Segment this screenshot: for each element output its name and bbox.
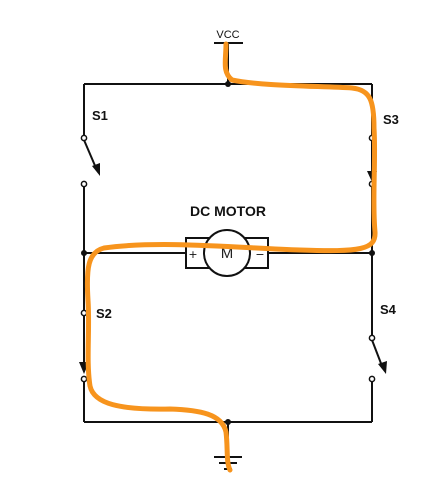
- switch-s4: S4: [368, 302, 397, 383]
- motor-symbol: M: [221, 245, 234, 262]
- vcc-label: VCC: [216, 29, 239, 41]
- switch-s1: S1: [80, 108, 108, 188]
- dc-motor: DC MOTOR M + −: [185, 203, 269, 277]
- current-flow-path: [84, 41, 378, 473]
- motor-plus-terminal: +: [188, 248, 197, 261]
- s2-label: S2: [96, 306, 112, 321]
- junction-dot: [81, 250, 87, 256]
- motor-minus-terminal: −: [255, 248, 264, 261]
- s3-label: S3: [383, 112, 399, 127]
- s4-label: S4: [380, 302, 397, 317]
- junction-dot: [225, 81, 231, 87]
- motor-armature: [203, 229, 251, 277]
- switch-s2: S2: [79, 306, 112, 383]
- s1-label: S1: [92, 108, 108, 123]
- motor-title: DC MOTOR: [190, 203, 266, 219]
- junction-dot: [369, 250, 375, 256]
